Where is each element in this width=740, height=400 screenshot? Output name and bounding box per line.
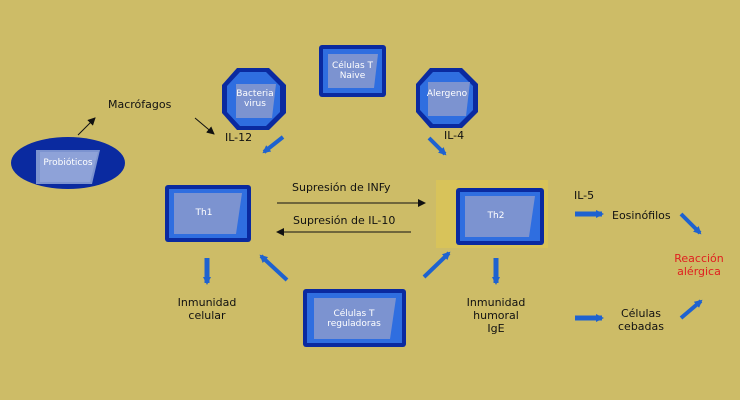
celulas-cebadas-label: Células cebadas (618, 307, 664, 333)
inmunidad-humoral-label: Inmunidad humoral IgE (466, 296, 526, 335)
supresion-infy-label: Supresión de INFy (292, 181, 391, 194)
probioticos-label: Probióticos (43, 158, 93, 168)
arrow-alergeno-th2 (427, 136, 447, 156)
celulas-t-reguladoras-node (303, 289, 406, 347)
bacteria-virus-label: Bacteria virus (236, 89, 274, 109)
celulas-t-naive-label: Células T Naive (331, 61, 374, 81)
th2-label: Th2 (487, 211, 505, 221)
celulas-t-reguladoras-label: Células T reguladoras (327, 309, 381, 329)
arrow-treg-th2 (422, 251, 451, 279)
eosinofilos-label: Eosinófilos (612, 209, 671, 222)
th2-node (436, 180, 548, 248)
il12-label: IL-12 (225, 131, 253, 144)
il4-label: IL-4 (444, 129, 465, 142)
arrow-treg-th1 (259, 254, 289, 282)
alergeno-label: Alergeno (426, 89, 468, 99)
th1-node (165, 185, 251, 242)
inmunidad-celular-label: Inmunidad celular (177, 296, 237, 322)
bacteria-virus-node (222, 68, 286, 130)
probioticos-node (11, 137, 125, 189)
arrow-probioticos-macrofagos (77, 117, 96, 136)
arrow-celulas-cebadas-reaccion (679, 299, 703, 320)
arrow-eosinofilos-reaccion (679, 212, 702, 235)
macrofagos-label: Macrófagos (108, 98, 172, 111)
arrow-bacteria-th1 (262, 135, 285, 154)
arrow-macrofagos-il12 (194, 117, 215, 135)
reaccion-alergica-label: Reacción alérgica (674, 252, 724, 278)
supresion-il10-label: Supresión de IL-10 (293, 214, 396, 227)
th1-label: Th1 (195, 208, 213, 218)
celulas-t-naive-node (319, 45, 386, 97)
il5-label: IL-5 (574, 189, 595, 202)
alergeno-node (416, 68, 478, 128)
